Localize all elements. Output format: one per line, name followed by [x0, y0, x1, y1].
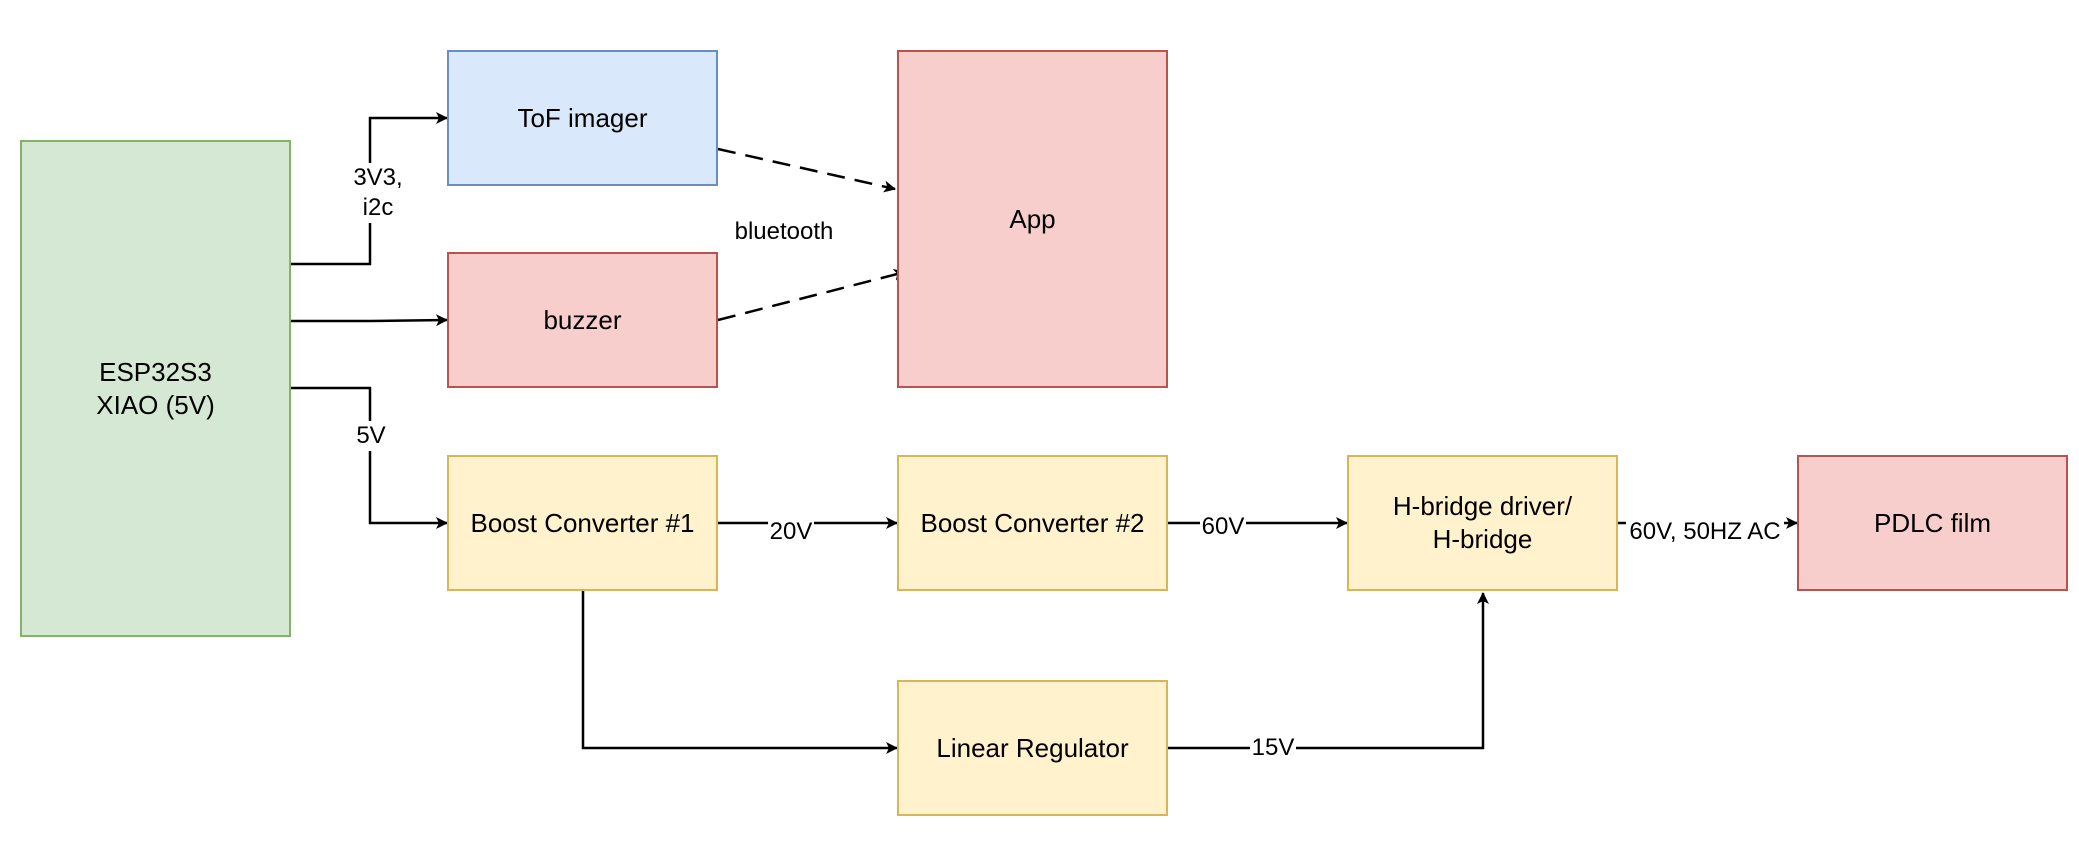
linear-regulator-block: Linear Regulator [897, 680, 1168, 816]
edge-esp32-buzzer [291, 314, 448, 327]
edge-label-15v: 15V [1250, 733, 1296, 763]
h-bridge-label: H-bridge driver/ H-bridge [1392, 491, 1573, 554]
boost-converter-2-label: Boost Converter #2 [920, 507, 1145, 538]
app-block: App [897, 50, 1168, 388]
edge-linreg-hbridge [1168, 592, 1489, 750]
app-label: App [1009, 203, 1056, 234]
tof-imager-label: ToF imager [517, 102, 648, 133]
buzzer-block: buzzer [447, 252, 718, 388]
edge-label-bluetooth: bluetooth [734, 218, 834, 245]
edge-label-60v: 60V [1200, 512, 1246, 542]
pdlc-film-label: PDLC film [1873, 507, 1991, 538]
boost-converter-2-block: Boost Converter #2 [897, 455, 1168, 591]
edge-tof-app [717, 147, 896, 193]
edge-buzzer-app [717, 268, 906, 322]
edge-boost1-linreg [581, 591, 898, 754]
buzzer-label: buzzer [543, 304, 622, 335]
esp32-label: ESP32S3 XIAO (5V) [96, 356, 215, 420]
edge-label-20v: 20V [768, 517, 814, 547]
edge-label-3v3-i2c: 3V3, i2c [350, 163, 406, 223]
boost-converter-1-label: Boost Converter #1 [470, 507, 695, 538]
edge-esp32-boost1 [291, 386, 448, 529]
boost-converter-1-block: Boost Converter #1 [447, 455, 718, 591]
pdlc-film-block: PDLC film [1797, 455, 2068, 591]
edge-label-5v: 5V [354, 421, 388, 451]
linear-regulator-label: Linear Regulator [936, 732, 1129, 763]
esp32-block: ESP32S3 XIAO (5V) [20, 140, 291, 637]
edge-label-60v-50hz-ac: 60V, 50HZ AC [1626, 517, 1784, 547]
tof-imager-block: ToF imager [447, 50, 718, 186]
h-bridge-block: H-bridge driver/ H-bridge [1347, 455, 1618, 591]
